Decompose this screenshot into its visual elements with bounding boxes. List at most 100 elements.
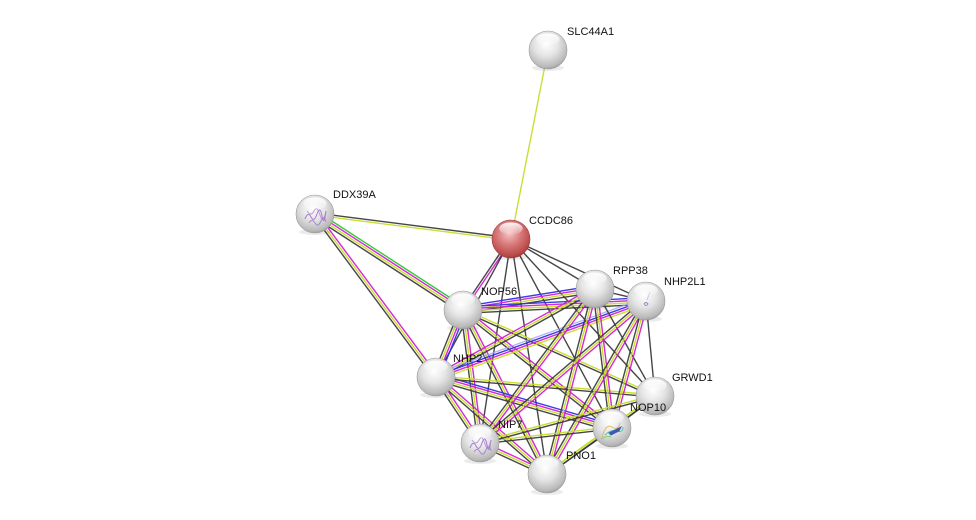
edge-channel-textmining	[463, 308, 656, 396]
edge-channel-coexpression	[592, 289, 611, 429]
edge-channel-experiments	[315, 212, 464, 310]
node-nhp2l1[interactable]: NHP2L1	[626, 276, 706, 322]
edge-channel-coexpression	[478, 298, 646, 442]
node-nhp2[interactable]: NHP2	[416, 353, 482, 398]
edge-channel-textmining	[510, 49, 549, 240]
node-label-pno1: PNO1	[566, 450, 596, 462]
edge-channel-textmining	[546, 300, 647, 475]
edge-channel-textmining	[462, 309, 481, 444]
node-highlight	[303, 197, 327, 210]
edge-channel-coexpression	[510, 238, 656, 397]
node-label-nop10: NOP10	[630, 402, 666, 414]
node-highlight	[600, 411, 624, 424]
edge-channel-coexpression	[460, 310, 479, 444]
edge-channel-coexpression	[480, 396, 656, 445]
node-highlight	[424, 360, 448, 373]
edge-channel-experiments	[548, 289, 598, 475]
edge-nhp2l1-pno1[interactable]	[544, 299, 649, 476]
edge-ddx39a-nhp2[interactable]	[312, 212, 439, 379]
edge-nhp2-nhp2l1[interactable]	[434, 297, 648, 381]
edge-channel-experiments	[464, 308, 550, 474]
edge-channel-experiments	[481, 289, 598, 445]
edge-channel-textmining	[479, 300, 647, 444]
node-slc44a1[interactable]: SLC44A1	[528, 26, 614, 71]
node-highlight	[451, 293, 475, 306]
node-label-nhp2l1: NHP2L1	[664, 276, 706, 288]
edge-channel-textmining	[314, 214, 511, 241]
edge-rpp38-nip7[interactable]	[477, 287, 598, 445]
node-grwd1[interactable]: GRWD1	[635, 372, 713, 417]
edge-channel-textmining	[435, 288, 596, 378]
edge-channel-coexpression	[477, 287, 594, 443]
edge-channel-textmining	[479, 394, 655, 443]
node-highlight	[468, 426, 492, 439]
edge-ccdc86-slc44a1[interactable]	[510, 49, 549, 240]
edge-channel-experiments	[548, 301, 649, 476]
edge-channel-coexpression	[312, 214, 435, 379]
edge-channel-experiments	[436, 301, 647, 379]
node-label-rpp38: RPP38	[613, 265, 648, 277]
node-highlight	[499, 222, 523, 235]
edge-channel-coexpression	[609, 300, 645, 428]
edge-channel-textmining	[479, 288, 596, 444]
edge-channel-textmining	[479, 426, 612, 443]
edge-ddx39a-nop56[interactable]	[312, 210, 466, 314]
edge-rpp38-pno1[interactable]	[544, 288, 598, 475]
edge-channel-textmining	[314, 213, 437, 378]
edge-channel-coexpression	[480, 428, 613, 445]
edge-nip7-nop10[interactable]	[479, 426, 613, 445]
edge-ccdc86-ddx39a[interactable]	[314, 212, 512, 241]
edge-channel-textmining	[314, 214, 463, 312]
edge-channel-textmining	[594, 288, 613, 429]
edge-channel-experiments	[434, 286, 595, 376]
node-highlight	[634, 284, 658, 297]
edge-channel-experiments	[316, 212, 439, 377]
edge-channel-experiments	[436, 374, 549, 473]
edge-channel-neighborhood	[316, 210, 466, 308]
edge-channel-textmining	[436, 303, 648, 381]
edge-channel-textmining	[463, 301, 647, 312]
node-rpp38[interactable]: RPP38	[575, 265, 648, 310]
edge-nhp2l1-nip7[interactable]	[478, 298, 648, 446]
node-label-nhp2: NHP2	[453, 353, 482, 365]
edge-ccdc86-nhp2l1[interactable]	[510, 238, 647, 302]
node-pno1[interactable]: PNO1	[527, 450, 596, 495]
node-label-ccdc86: CCDC86	[529, 215, 573, 227]
edge-channel-textmining	[462, 309, 548, 475]
edge-channel-databases	[435, 299, 646, 377]
edge-channel-experiments	[596, 288, 615, 428]
edge-channel-textmining	[436, 375, 656, 396]
node-nip7[interactable]: NIP7	[460, 419, 522, 464]
node-label-nip7: NIP7	[498, 419, 522, 431]
node-ddx39a[interactable]: DDX39A	[295, 189, 376, 235]
edge-channel-coexpression	[510, 238, 647, 302]
node-ccdc86[interactable]: CCDC86	[491, 215, 573, 260]
edge-channel-experiments	[464, 309, 483, 443]
edge-ccdc86-grwd1[interactable]	[510, 238, 656, 397]
edge-channel-coexpression	[312, 216, 462, 314]
edge-nop56-nip7[interactable]	[460, 309, 483, 444]
node-highlight	[535, 457, 559, 470]
edge-channel-experiments	[480, 302, 648, 446]
edge-channel-experiments	[613, 301, 649, 429]
node-nop10[interactable]: NOP10	[592, 402, 666, 449]
edge-nip7-grwd1[interactable]	[479, 394, 656, 445]
edge-channel-textmining	[546, 288, 596, 475]
edge-channel-coexpression	[544, 299, 645, 474]
edge-channel-homology	[434, 297, 646, 375]
node-nop56[interactable]: NOP56	[443, 286, 517, 331]
node-label-slc44a1: SLC44A1	[567, 26, 614, 38]
edge-rpp38-nop10[interactable]	[592, 288, 615, 429]
protein-structure-icon	[600, 422, 624, 440]
node-label-ddx39a: DDX39A	[333, 189, 376, 201]
node-highlight	[536, 33, 560, 46]
node-highlight	[643, 379, 667, 392]
node-label-nop56: NOP56	[481, 286, 517, 298]
edge-channel-coexpression	[315, 212, 512, 239]
node-label-grwd1: GRWD1	[672, 372, 713, 384]
node-highlight	[583, 272, 607, 285]
edge-channel-databases	[462, 285, 595, 308]
edge-channel-coexpression	[544, 288, 594, 474]
